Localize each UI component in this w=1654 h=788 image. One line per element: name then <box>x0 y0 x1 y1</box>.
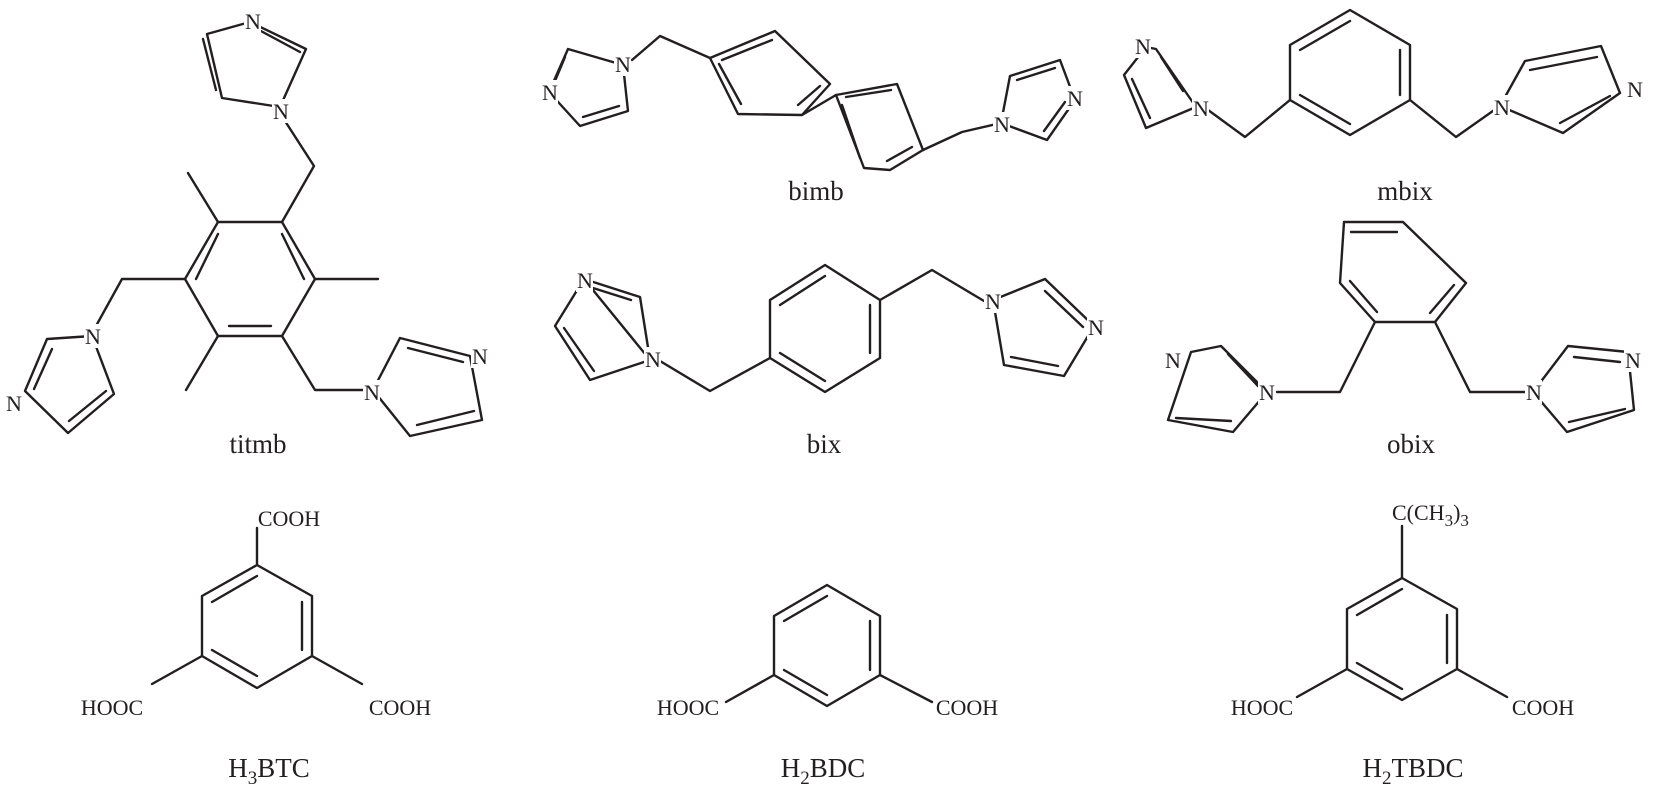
structure-name-titmb: titmb <box>229 429 286 459</box>
nitrogen-label: N <box>1067 86 1083 111</box>
benzene-ring <box>183 220 317 338</box>
nitrogen-label: N <box>1627 77 1643 102</box>
structure-h3btc: COOH HOOC COOH H3BTC <box>81 506 431 788</box>
carboxyl-group-label: HOOC <box>657 695 719 720</box>
imidazole-ring-right <box>1531 344 1636 434</box>
structure-bimb: N N N N bimb <box>541 29 1083 206</box>
carboxyl-bonds <box>150 526 364 686</box>
structure-name-h3btc: H3BTC <box>228 753 310 788</box>
nitrogen-label: N <box>1088 315 1104 340</box>
methylene-linkers <box>658 268 986 393</box>
imidazole-double-bonds-right <box>1567 355 1627 424</box>
imidazole-double-bonds-right <box>406 346 476 427</box>
nitrogen-label: N <box>85 324 101 349</box>
nitrogen-label: N <box>985 289 1001 314</box>
nitrogen-label: N <box>577 268 593 293</box>
structure-h2tbdc: C(CH3)3 HOOC COOH H2TBDC <box>1231 500 1574 788</box>
benzene-ring <box>200 563 314 690</box>
benzene-double-bonds <box>1348 230 1456 315</box>
nitrogen-label: N <box>1165 348 1181 373</box>
methylene-linkers <box>94 119 367 392</box>
structure-name-mbix: mbix <box>1377 176 1433 206</box>
nitrogen-label: N <box>645 347 661 372</box>
imidazole-double-bonds-right <box>1015 66 1067 133</box>
carboxyl-group-label: COOH <box>369 695 431 720</box>
methylene-linkers <box>1202 98 1502 139</box>
structure-obix: N N N N obix <box>1164 220 1641 459</box>
structure-h2bdc: HOOC COOH H2BDC <box>657 583 998 788</box>
imidazole-double-bonds-top <box>201 28 302 92</box>
structure-name-h2bdc: H2BDC <box>781 753 866 788</box>
structure-name-bix: bix <box>807 429 842 459</box>
imidazole-double-bonds-left <box>32 347 108 423</box>
imidazole-double-bonds-left <box>1130 55 1185 120</box>
nitrogen-label: N <box>1526 380 1542 405</box>
carboxyl-group-label: HOOC <box>1231 695 1293 720</box>
imidazole-ring-right <box>371 336 484 438</box>
imidazole-ring-right <box>1498 44 1622 135</box>
imidazole-ring-right <box>999 58 1077 142</box>
nitrogen-label: N <box>994 112 1010 137</box>
methyl-bonds <box>184 171 380 392</box>
nitrogen-label: N <box>1259 380 1275 405</box>
imidazole-double-bonds-right <box>1009 289 1085 368</box>
structure-name-h2tbdc: H2TBDC <box>1362 753 1463 788</box>
carboxyl-group-label: COOH <box>258 506 320 531</box>
nitrogen-label: N <box>1135 34 1151 59</box>
benzene-ring-2-double-bonds <box>840 88 914 163</box>
benzene-ring <box>1338 220 1468 324</box>
structure-titmb: N N N N N N titmb <box>5 9 488 459</box>
benzene-ring-1-double-bonds <box>717 38 822 107</box>
nitrogen-label: N <box>615 52 631 77</box>
tert-butyl-group-label: C(CH3)3 <box>1392 500 1469 530</box>
benzene-double-bonds <box>194 232 306 328</box>
structure-name-obix: obix <box>1387 429 1436 459</box>
benzene-double-bonds <box>782 594 872 697</box>
imidazole-double-bonds-left <box>562 286 633 373</box>
carboxyl-group-label: HOOC <box>81 695 143 720</box>
nitrogen-label: N <box>364 380 380 405</box>
nitrogen-label: N <box>245 9 261 34</box>
carboxyl-bonds <box>724 673 934 704</box>
structure-name-bimb: bimb <box>788 176 844 206</box>
benzene-ring <box>1345 576 1459 702</box>
benzene-ring <box>768 263 882 394</box>
imidazole-ring-left <box>547 47 630 128</box>
imidazole-ring-top <box>205 20 308 109</box>
imidazole-ring-left <box>23 334 116 435</box>
imidazole-ring-right <box>991 277 1096 378</box>
benzene-double-bonds <box>778 274 872 383</box>
substituent-bonds <box>1295 524 1509 699</box>
benzene-double-bonds <box>1298 19 1402 126</box>
nitrogen-label: N <box>273 99 289 124</box>
imidazole-double-bonds-right <box>1528 55 1612 125</box>
biphenyl-bond <box>800 93 838 117</box>
benzene-double-bonds <box>210 574 304 678</box>
nitrogen-label: N <box>6 391 22 416</box>
nitrogen-label: N <box>542 80 558 105</box>
methylene-linkers <box>630 34 1003 152</box>
carboxyl-group-label: COOH <box>1512 695 1574 720</box>
structure-mbix: N N N N mbix <box>1122 8 1643 206</box>
nitrogen-label: N <box>472 344 488 369</box>
carboxyl-group-label: COOH <box>936 695 998 720</box>
nitrogen-label: N <box>1625 348 1641 373</box>
methylene-linkers <box>1275 320 1527 394</box>
nitrogen-label: N <box>1193 96 1209 121</box>
imidazole-ring-left <box>553 277 652 382</box>
benzene-ring <box>772 583 882 708</box>
imidazole-double-bonds-left <box>1174 352 1260 423</box>
benzene-ring-1 <box>708 29 832 117</box>
benzene-double-bonds <box>1355 587 1449 691</box>
structure-bix: N N N N bix <box>553 263 1104 459</box>
imidazole-ring-left-extra <box>582 277 652 362</box>
benzene-ring <box>1288 8 1412 137</box>
nitrogen-label: N <box>1494 95 1510 120</box>
